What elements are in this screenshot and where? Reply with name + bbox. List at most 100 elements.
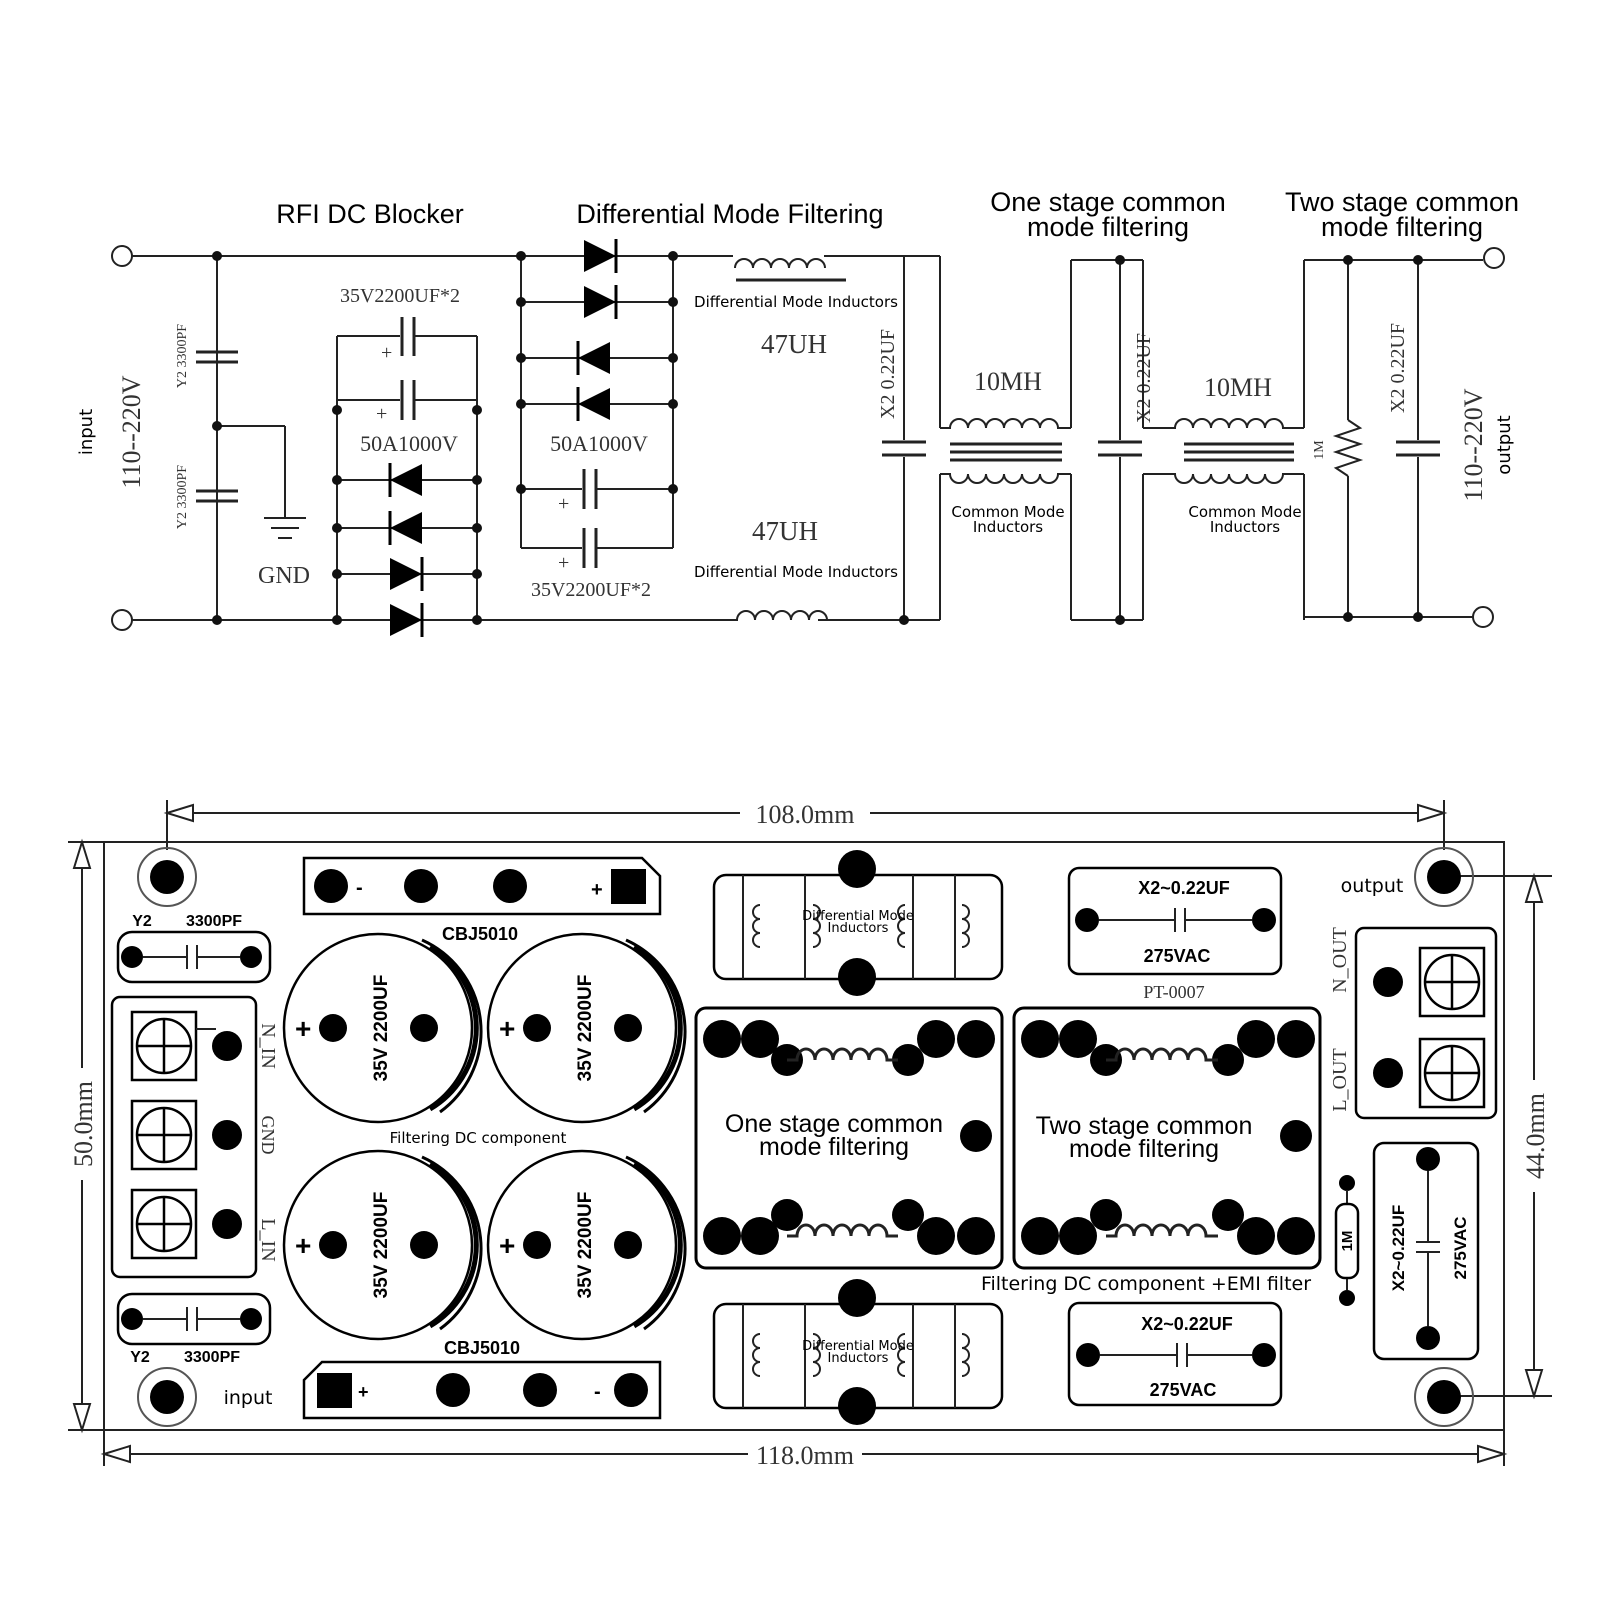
dim-height-right: 44.0mm <box>1521 1093 1550 1179</box>
svg-text:+: + <box>381 342 392 364</box>
schematic-input-label: input <box>76 409 97 455</box>
schematic-voltage-out: 110--220V <box>1459 388 1488 501</box>
board-two-stage-2: mode filtering <box>1069 1135 1219 1163</box>
title-two-stage-2: mode filtering <box>1321 212 1483 242</box>
bridge-left: + + 35V2200UF*2 50A1000V <box>332 285 482 639</box>
inductance-top: 47UH <box>761 329 827 359</box>
cm-2-label-2: Inductors <box>1210 518 1280 536</box>
rails <box>132 255 940 621</box>
cap-bottom-label: 35V2200UF*2 <box>531 579 651 601</box>
dm-bottom-label-2: Inductors <box>828 1351 889 1366</box>
board-two-stage-1: Two stage common <box>1036 1112 1253 1140</box>
board-cm-choke-2: Two stage common mode filtering <box>1012 1006 1322 1270</box>
cm-stage-2: 10MH Common Mode Inductors <box>1142 260 1305 620</box>
board-one-stage-2: mode filtering <box>759 1133 909 1161</box>
board-x2-bottom-rating: 275VAC <box>1150 1380 1217 1400</box>
input-terminal-block: N_IN GND L_IN input <box>110 995 279 1409</box>
svg-text:-: - <box>356 877 363 899</box>
bridge-right-label: 50A1000V <box>550 431 648 456</box>
cm-stage-1: 10MH Common Mode Inductors <box>939 256 1143 621</box>
bridge-left-label: 50A1000V <box>360 431 458 456</box>
n-in-label: N_IN <box>257 1023 279 1069</box>
x2-cap-a: X2 0.22UF <box>877 256 926 625</box>
cap-br-value: 35V 2200UF <box>575 1192 596 1299</box>
dm-inductor-top-label: Differential Mode Inductors <box>694 293 898 311</box>
board-input-label: input <box>224 1387 273 1409</box>
board-resistor-label: 1M <box>1339 1231 1356 1252</box>
cap-tr: + 35V 2200UF <box>486 932 687 1124</box>
board-y2-top-value: 3300PF <box>186 913 242 930</box>
board-x2-side: X2~0.22UF 275VAC <box>1372 1141 1480 1361</box>
svg-text:+: + <box>558 552 569 574</box>
dim-width-top: 108.0mm <box>756 800 855 829</box>
cm-2-value: 10MH <box>1204 373 1272 402</box>
board-x2-bottom-value: X2~0.22UF <box>1141 1314 1233 1334</box>
pt-label: PT-0007 <box>1143 982 1204 1002</box>
board-x2-side-rating: 275VAC <box>1451 1217 1470 1280</box>
x2-a-label: X2 0.22UF <box>877 329 899 419</box>
output-stage: 1M X2 0.22UF <box>1304 255 1483 622</box>
cap-top-label: 35V2200UF*2 <box>340 285 460 307</box>
dm-top-label-2: Inductors <box>828 921 889 936</box>
dm-top-label-1: Differential Mode <box>802 909 914 924</box>
mounting-holes <box>137 847 1474 1427</box>
title-one-stage-2: mode filtering <box>1027 212 1189 242</box>
svg-text:+: + <box>591 879 603 901</box>
output-terminal-top <box>1483 247 1505 269</box>
svg-text:+: + <box>499 1013 515 1044</box>
svg-text:+: + <box>358 1382 369 1402</box>
cap-tl-value: 35V 2200UF <box>371 975 392 1082</box>
board-y2-top-name: Y2 <box>132 913 152 930</box>
electrolytic-caps: + 35V 2200UF + 35V 2200UF + <box>282 932 687 1341</box>
dim-height-left: 50.0mm <box>69 1081 98 1167</box>
n-out-label: N_OUT <box>1329 927 1351 993</box>
x2-c-label: X2 0.22UF <box>1387 323 1409 413</box>
l-out-label: L_OUT <box>1329 1048 1351 1111</box>
svg-text:+: + <box>558 493 569 515</box>
l-in-label: L_IN <box>257 1218 279 1261</box>
y2-capacitors: Y2 3300PF Y2 3300PF GND <box>175 251 310 625</box>
bridge-bottom: CBJ5010 + - <box>302 1338 662 1420</box>
cm-1-value: 10MH <box>974 367 1042 396</box>
board-x2-top: X2~0.22UF 275VAC <box>1067 866 1283 976</box>
y2-top-label: Y2 3300PF <box>175 324 190 388</box>
title-rfi: RFI DC Blocker <box>276 199 464 229</box>
output-terminal-block: N_OUT L_OUT output <box>1329 875 1498 1120</box>
board-x2-top-value: X2~0.22UF <box>1138 878 1230 898</box>
board-resistor: 1M <box>1334 1175 1360 1306</box>
output-terminal-bottom <box>1472 606 1494 628</box>
resistor-label: 1M <box>1312 440 1327 460</box>
board-y2-top: Y2 3300PF <box>116 913 272 984</box>
cm-1-label-1: Common Mode <box>951 503 1064 521</box>
bridge-top: - + CBJ5010 <box>302 856 662 944</box>
board-outline <box>103 841 1505 1431</box>
svg-text:+: + <box>376 403 387 425</box>
dm-inductor-bottom-label: Differential Mode Inductors <box>694 563 898 581</box>
board-y2-bottom: Y2 3300PF <box>116 1292 272 1366</box>
dm-bottom-label-1: Differential Mode <box>802 1339 914 1354</box>
board-dm-inductor-bottom: Differential Mode Inductors <box>712 1279 1004 1425</box>
dim-width-bottom: 118.0mm <box>756 1441 854 1470</box>
bridge-right: 50A1000V + + 35V2200UF*2 <box>516 237 678 601</box>
y2-bottom-label: Y2 3300PF <box>175 465 190 529</box>
svg-text:+: + <box>295 1230 311 1261</box>
filtering-dc-emi-label: Filtering DC component +EMI filter <box>981 1273 1311 1295</box>
cap-bl-value: 35V 2200UF <box>371 1192 392 1299</box>
schematic-voltage-in: 110--220V <box>117 375 146 488</box>
filtering-dc-label: Filtering DC component <box>390 1129 567 1147</box>
bridge-bottom-label: CBJ5010 <box>444 1338 520 1358</box>
dm-inductors: Differential Mode Inductors 47UH 47UH Di… <box>694 258 898 621</box>
schematic: RFI DC Blocker Differential Mode Filteri… <box>76 187 1519 639</box>
board-cm-choke-1: One stage common mode filtering <box>694 1006 1004 1270</box>
board-x2-side-value: X2~0.22UF <box>1389 1205 1408 1291</box>
gnd-label: GND <box>258 563 310 589</box>
gnd-in-label: GND <box>258 1116 278 1155</box>
title-two-stage-1: Two stage common <box>1285 187 1519 217</box>
svg-text:+: + <box>499 1230 515 1261</box>
board-dm-inductor-top: Differential Mode Inductors <box>712 850 1004 996</box>
cap-bl: + 35V 2200UF <box>282 1149 483 1341</box>
input-terminal-bottom <box>111 609 133 631</box>
cm-2-label-1: Common Mode <box>1188 503 1301 521</box>
board-x2-bottom: X2~0.22UF 275VAC <box>1067 1301 1283 1407</box>
